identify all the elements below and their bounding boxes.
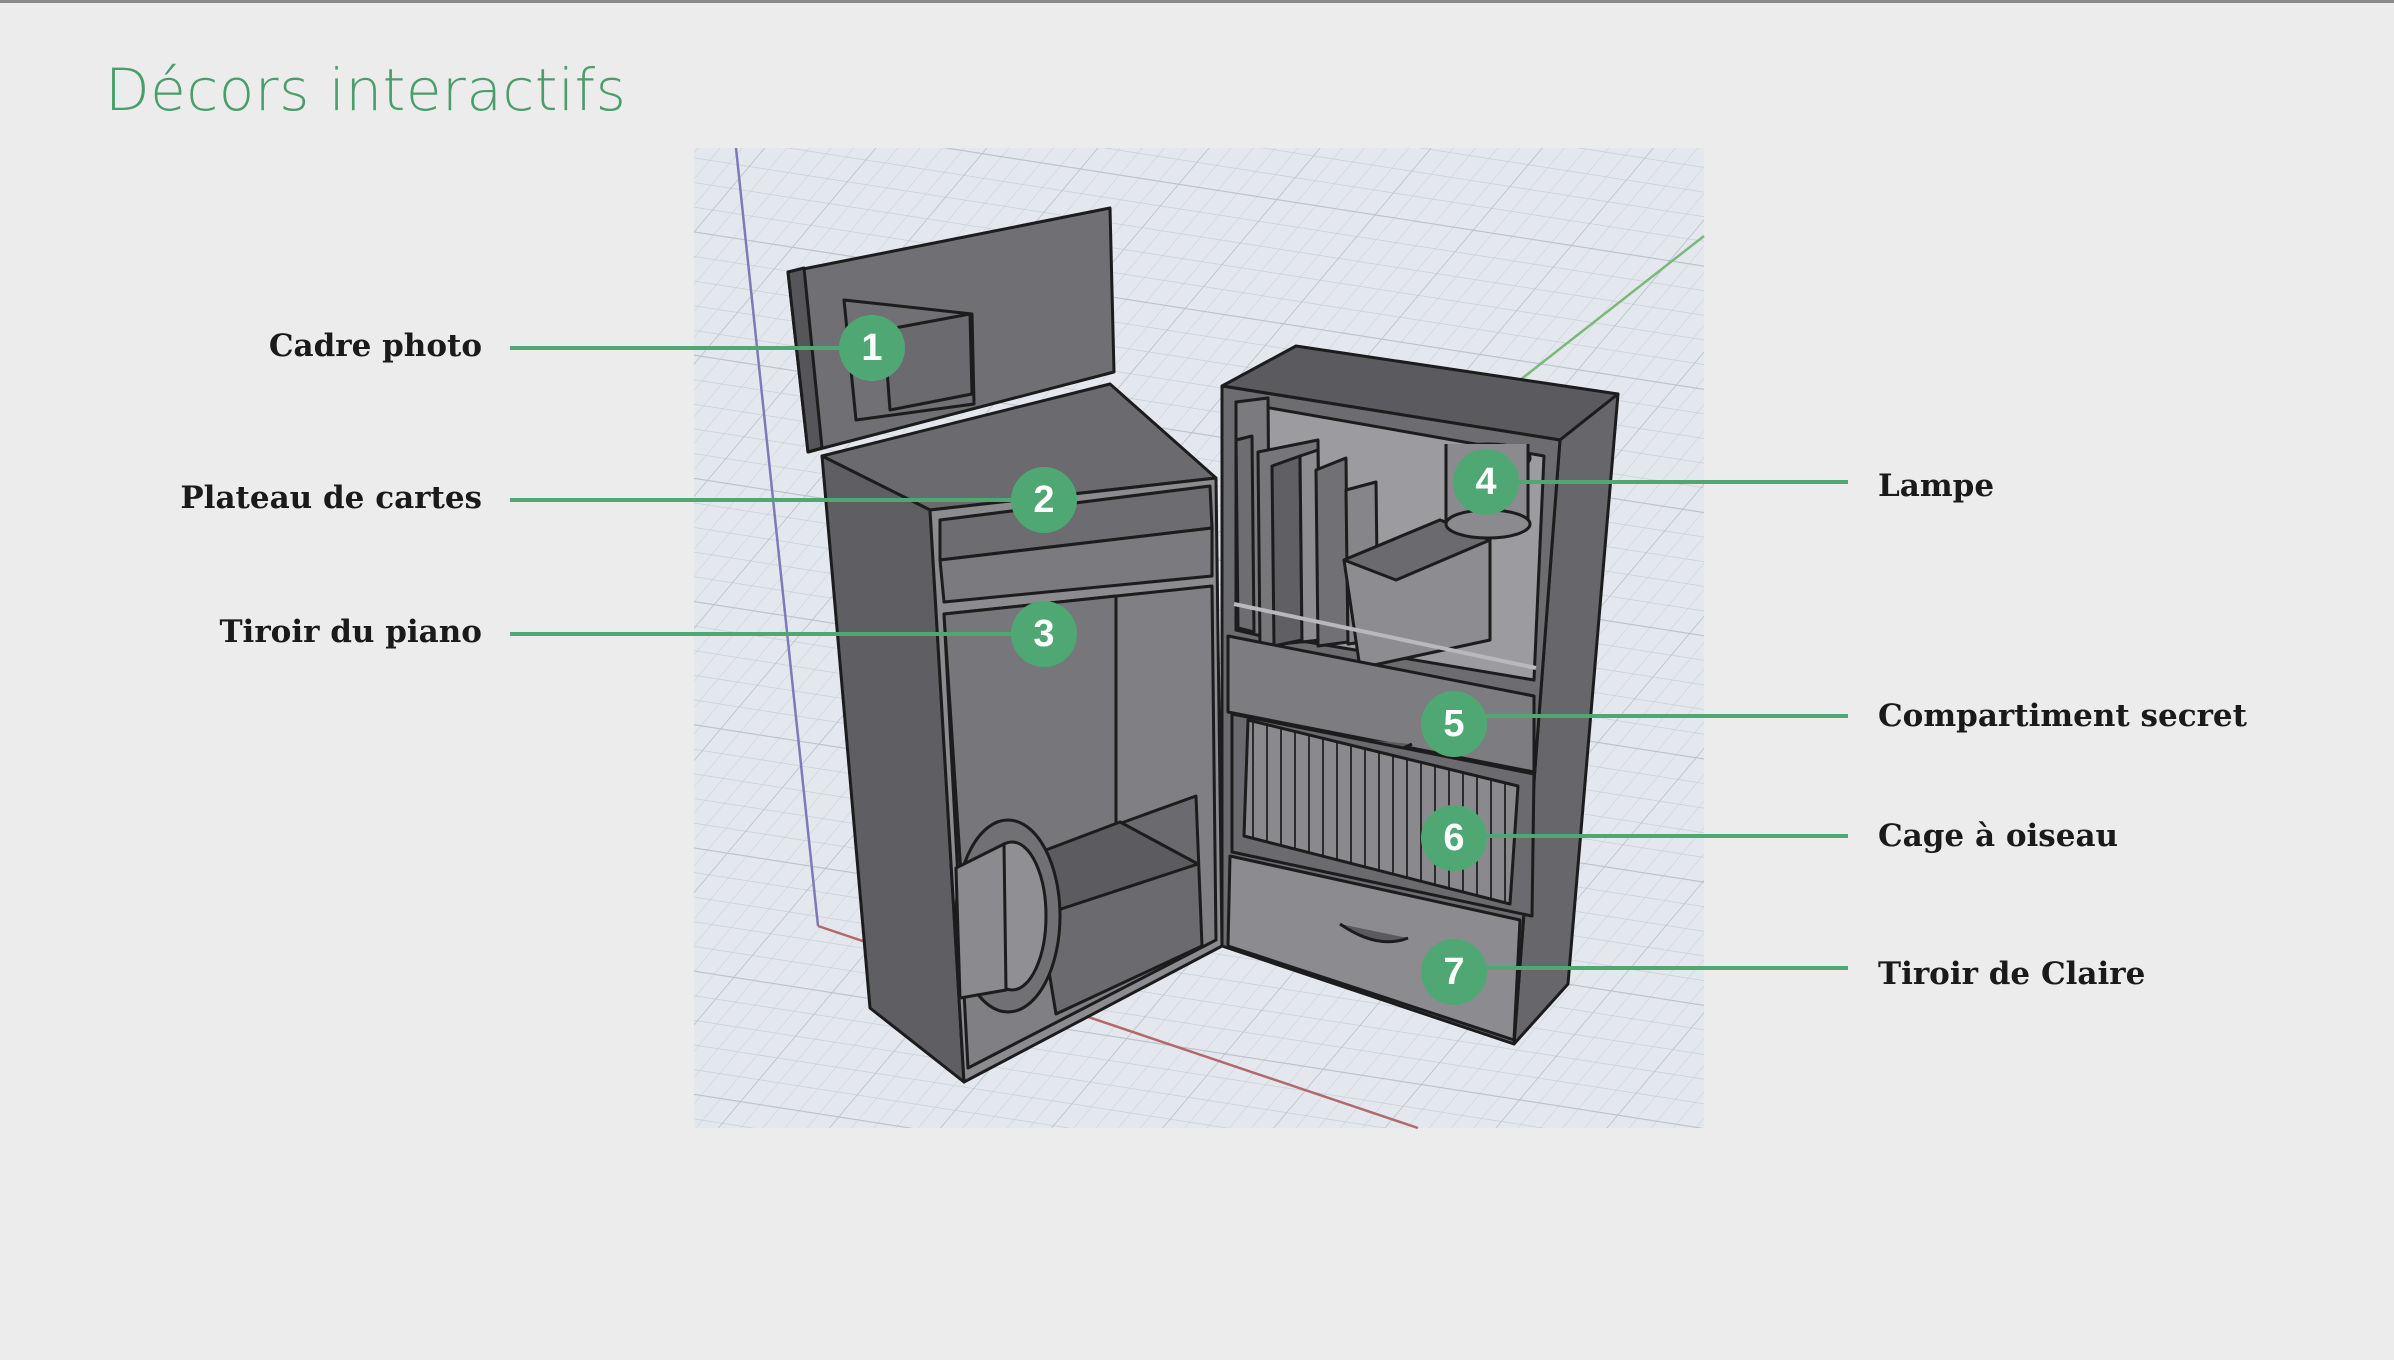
- left-unit: [786, 206, 1224, 1084]
- callout-label-5: Compartiment secret: [1878, 698, 2247, 734]
- page-title: Décors interactifs: [105, 56, 627, 124]
- callout-badge-6: 6: [1421, 805, 1487, 871]
- top-rule: [0, 0, 2394, 3]
- callout-badge-5: 5: [1421, 691, 1487, 757]
- callout-label-3: Tiroir du piano: [219, 614, 482, 650]
- y-axis: [1519, 235, 1705, 381]
- right-unit: [1220, 344, 1620, 1046]
- callout-label-2: Plateau de cartes: [180, 480, 482, 516]
- callout-badge-2: 2: [1011, 467, 1077, 533]
- callout-label-4: Lampe: [1878, 468, 1995, 504]
- callout-badge-1: 1: [839, 315, 905, 381]
- leader-lines: [510, 346, 1848, 970]
- callout-badge-3: 3: [1011, 601, 1077, 667]
- callout-label-7: Tiroir de Claire: [1878, 956, 2146, 992]
- callout-badge-7: 7: [1421, 939, 1487, 1005]
- z-axis: [734, 147, 820, 927]
- callout-badge-4: 4: [1453, 449, 1519, 515]
- callout-label-1: Cadre photo: [268, 328, 482, 364]
- callout-label-6: Cage à oiseau: [1878, 818, 2119, 854]
